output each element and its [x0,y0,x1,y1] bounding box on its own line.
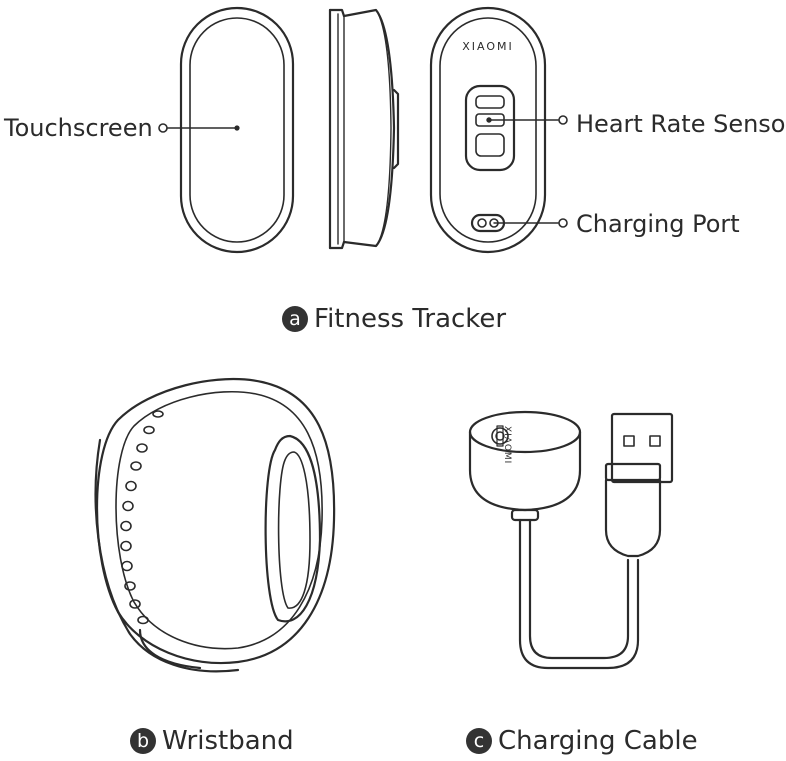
tracker-brand-logo: XIAOMI [462,40,514,53]
fitness-tracker-caption-text: Fitness Tracker [314,304,507,334]
charger-brand-logo: XIAOMI [502,426,512,465]
heart-rate-sensor-label: Heart Rate Sensor [576,110,786,138]
callout-touchscreen [158,123,237,133]
callout-heart-rate [486,115,568,125]
wristband-drawing [94,378,336,673]
wristband-caption-text: Wristband [162,726,294,756]
wristband-caption: b Wristband [130,728,294,754]
charging-cable-caption: c Charging Cable [466,728,698,754]
tracker-side [328,8,400,250]
fitness-tracker-caption: a Fitness Tracker [282,306,506,332]
tracker-front [179,6,295,254]
callout-charging-port [493,218,568,228]
tracker-back [429,6,547,254]
touchscreen-label: Touchscreen [4,114,153,142]
caption-badge-c: c [466,728,492,754]
charging-cable-caption-text: Charging Cable [498,726,698,756]
caption-badge-b: b [130,728,156,754]
caption-badge-a: a [282,306,308,332]
charging-port-label: Charging Port [576,210,740,238]
charging-cable-drawing [468,410,674,670]
